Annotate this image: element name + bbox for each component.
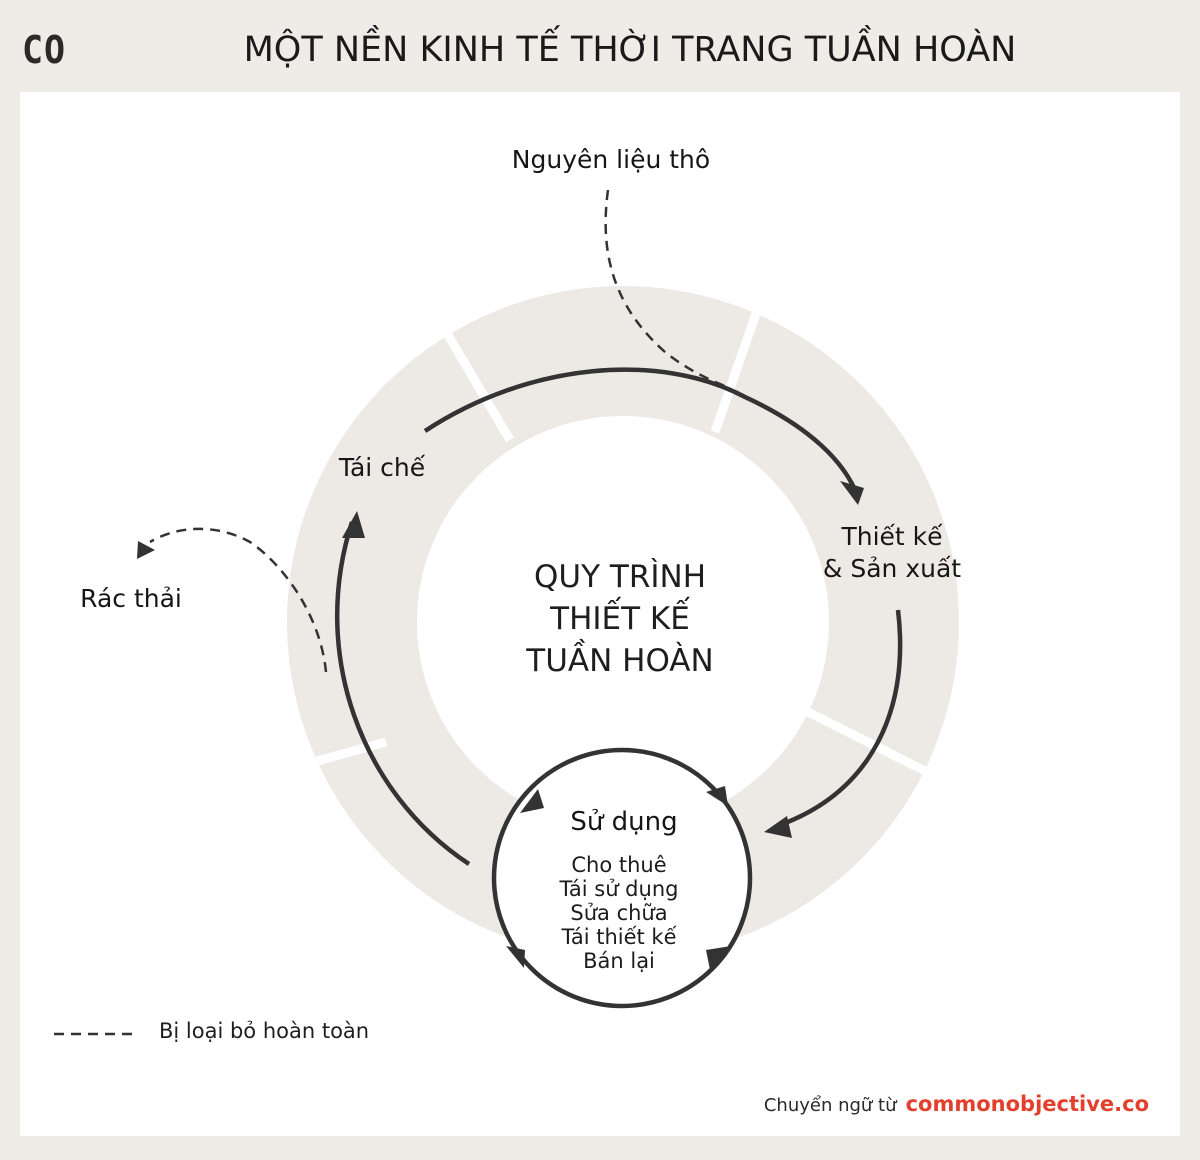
design-label: Thiết kế xyxy=(841,522,943,551)
usage-title: Sử dụng xyxy=(570,807,678,837)
arrowhead-usage-right xyxy=(764,816,792,838)
center-title-line-3: TUẦN HOÀN xyxy=(526,643,714,679)
waste-label: Rác thải xyxy=(80,584,182,613)
usage-item-rent: Cho thuê xyxy=(571,853,667,877)
dashed-waste-line xyxy=(149,527,328,673)
usage-arrowhead-bottom-left xyxy=(506,946,525,968)
credit: Chuyển ngữ từ commonobjective.co xyxy=(764,1092,1149,1116)
arrow-recycle-to-design xyxy=(423,367,861,498)
ring-gap-right xyxy=(805,707,938,781)
credit-brand-link[interactable]: commonobjective.co xyxy=(905,1092,1149,1116)
dashed-raw-material-line xyxy=(604,189,726,388)
center-title-line-1: QUY TRÌNH xyxy=(534,559,706,595)
page-title: MỘT NỀN KINH TẾ THỜI TRANG TUẦN HOÀN xyxy=(243,30,1017,70)
usage-item-repair: Sửa chữa xyxy=(570,901,668,925)
usage-item-resell: Bán lại xyxy=(583,949,655,973)
co-logo: CO xyxy=(22,28,66,72)
raw-material-label: Nguyên liệu thô xyxy=(511,145,711,174)
ring-gap-top-right xyxy=(710,300,765,434)
usage-item-reuse: Tái sử dụng xyxy=(559,877,679,901)
production-label: & Sản xuất xyxy=(822,554,962,583)
circular-economy-diagram xyxy=(54,189,959,1036)
arrowhead-recycle xyxy=(342,511,365,538)
design-production-label: Thiết kế & Sản xuất xyxy=(823,521,961,585)
waste-arrowhead xyxy=(137,541,155,559)
usage-arrowhead-top-left xyxy=(520,789,544,813)
ring-gap-left xyxy=(286,737,388,774)
usage-item-redesign: Tái thiết kế xyxy=(561,925,677,949)
ring-gap-top-left xyxy=(441,327,514,443)
usage-arrowhead-bottom-right xyxy=(706,946,731,970)
credit-prefix: Chuyển ngữ từ xyxy=(763,1095,897,1116)
usage-list: Cho thuê Tái sử dụng Sửa chữa Tái thiết … xyxy=(560,853,679,973)
arrow-usage-to-recycle xyxy=(334,521,471,866)
usage-circle xyxy=(491,747,753,1009)
center-title-line-2: THIẾT KẾ xyxy=(550,601,690,637)
usage-arrowhead-top-right xyxy=(706,786,728,806)
recycle-label: Tái chế xyxy=(338,453,426,482)
legend-label: Bị loại bỏ hoàn toàn xyxy=(159,1019,370,1043)
diagram-panel: Nguyên liệu thô Tái chế Rác thải Thiết k… xyxy=(20,92,1180,1136)
arrow-design-to-usage xyxy=(779,609,903,828)
center-title: QUY TRÌNH THIẾT KẾ TUẦN HOÀN xyxy=(460,556,780,682)
arrowhead-design xyxy=(840,481,864,505)
